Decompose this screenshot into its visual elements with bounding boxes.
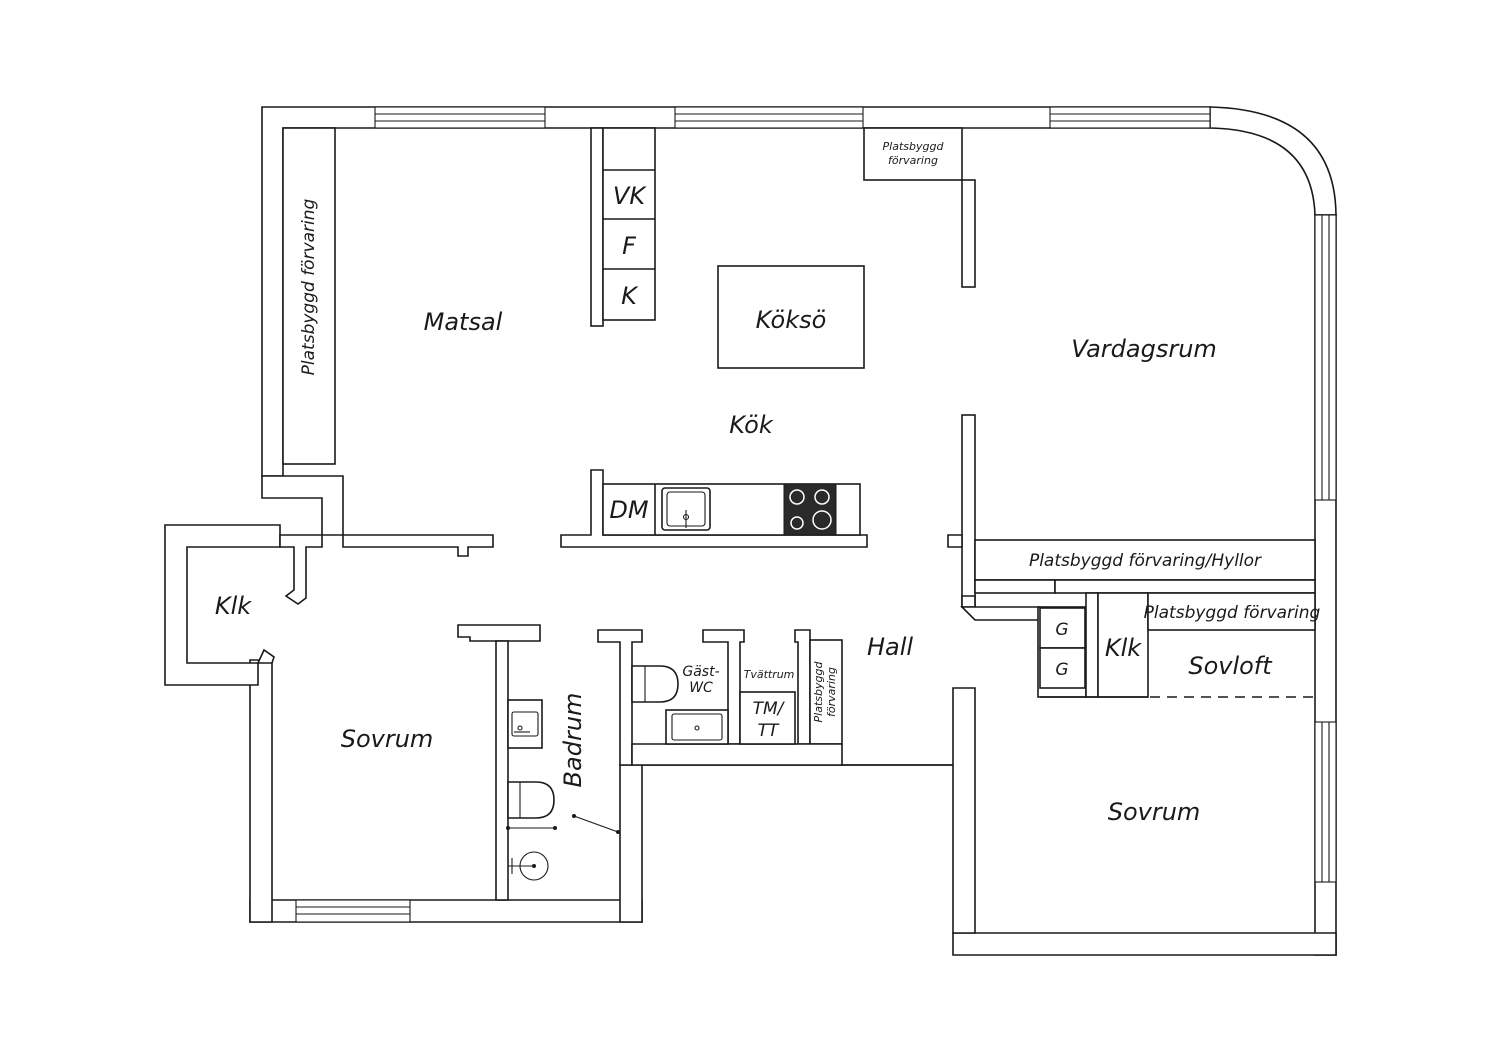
room-vardagsrum: Vardagsrum [1071,335,1217,363]
room-gast-wc-1: Gäst- [682,664,719,680]
storage-top-label-2: förvaring [888,154,938,167]
windows [295,106,1337,923]
room-klk-right: Klk [1105,634,1142,662]
storage-shelves-label: Platsbyggd förvaring/Hyllor [1029,551,1262,571]
freezer-label: F [622,232,637,260]
washer-label: TM/ [753,699,786,719]
fridge-freezer-label: VK [613,182,647,210]
guest-wc-fixtures [631,665,729,745]
washer-dryer: TM/ TT [739,691,796,745]
wardrobe-g2-label: G [1055,660,1068,680]
wardrobe-g1-label: G [1055,620,1068,640]
dishwasher-label: DM [609,496,648,524]
sink-icon [661,487,711,531]
storage-top-small: Platsbyggd förvaring [863,127,963,181]
guest-toilet-icon [631,665,679,703]
wardrobes-g: G G [1039,607,1086,689]
room-kok: Kök [729,411,774,439]
room-tvattrum: Tvättrum [744,668,795,681]
kitchen-island: Köksö [717,265,865,369]
storage-left-label: Platsbyggd förvaring [299,198,319,375]
storage-hall-label-2: förvaring [825,667,838,717]
storage-sovloft-label: Platsbyggd förvaring [1144,603,1321,623]
interior-walls [256,127,1316,901]
dryer-label: TT [758,721,780,741]
room-sovrum-left: Sovrum [341,725,434,753]
room-klk-left: Klk [215,592,252,620]
kitchen-island-label: Köksö [756,306,827,334]
fridge-label: K [621,282,639,310]
room-gast-wc-2: WC [689,680,713,696]
bath-toilet-icon [507,781,555,819]
room-badrum: Badrum [559,693,587,788]
guest-sink-icon [665,709,729,745]
room-sovloft: Sovloft [1188,652,1273,680]
kitchen-cabinets: VK F K [602,127,656,321]
room-matsal: Matsal [424,308,503,336]
storage-labels: Platsbyggd förvaring Platsbyggd förvarin… [299,198,1321,722]
kitchen-counter: DM [602,483,861,536]
bath-sink-icon [507,699,543,749]
storage-hall-label-1: Platsbyggd [812,661,825,723]
room-sovrum-right: Sovrum [1108,798,1201,826]
storage-top-label-1: Platsbyggd [883,140,945,153]
room-labels: Matsal Kök Vardagsrum Hall Klk Sovrum So… [215,308,1273,826]
room-hall: Hall [867,633,913,661]
bathroom-fixtures [506,699,620,881]
